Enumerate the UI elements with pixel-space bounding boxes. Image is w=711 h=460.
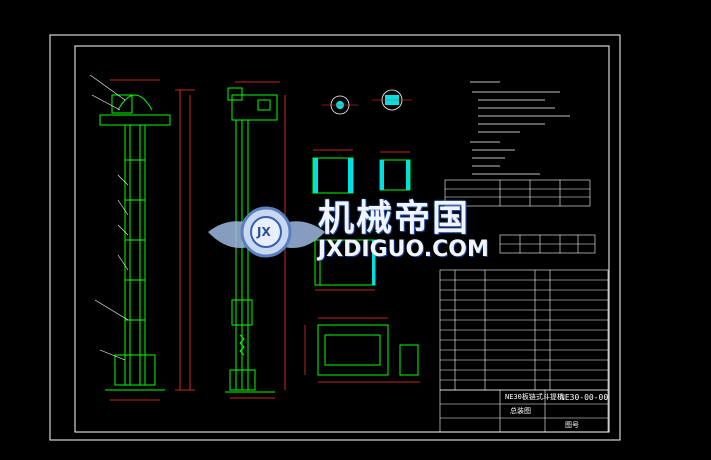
watermark-emblem [208,206,325,258]
title-block-drawing-no: NE30-00-00 [560,393,609,402]
title-block [439,389,609,433]
watermark-brand-en: JXDIGUO.COM [318,237,489,262]
outer-frame [49,34,621,441]
leader-lines-front [89,74,129,361]
front-dimensions [110,79,195,401]
title-block-subtitle: 总装图 [510,407,531,415]
hatch-details [313,158,410,285]
inner-frame [74,45,610,433]
hopper-details [312,157,419,376]
parameter-table-1 [444,179,591,207]
watermark-emblem-label: JX [257,225,271,239]
technical-notes [470,81,570,175]
title-block-name: NE30板链式斗提机 [505,393,564,401]
elevator-side-view [225,87,278,393]
middle-dimensions [304,149,420,383]
parts-list [439,269,609,391]
parameter-table-2 [499,234,596,254]
title-block-company: 图号 [565,421,579,429]
detail-sections [322,89,412,115]
watermark-brand-cn: 机械帝国 [318,198,471,239]
watermark-text: 机械帝国 JXDIGUO.COM [318,200,489,262]
elevator-front-view [99,94,171,391]
